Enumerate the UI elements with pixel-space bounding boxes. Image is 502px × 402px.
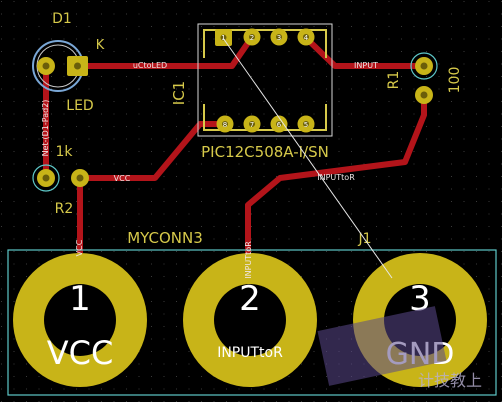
ic1-pin-7-number: 7 (250, 121, 254, 129)
ratsnest-gnd (222, 37, 393, 279)
net-label-inputtor-vertical: INPUTtoR (244, 241, 253, 279)
ic1-pin-5-number: 5 (304, 121, 308, 129)
j1-value: MYCONN3 (127, 229, 203, 247)
ic1-pin-4-number: 4 (304, 34, 309, 42)
net-label-d1-pad2: Net-(D1-Pad2) (41, 100, 50, 157)
watermark-mark (317, 306, 447, 386)
net-label-vcc-horizontal: VCC (114, 174, 131, 183)
ic1-footprint[interactable]: 1 2 3 4 5 6 7 8 IC1 PIC12C508A-I/SN (170, 23, 333, 161)
ic1-reference: IC1 (170, 81, 188, 105)
ic1-pad-2-hole (249, 34, 255, 40)
r2-pad-2-hole (76, 174, 84, 182)
r2-footprint[interactable]: 1k R2 (32, 144, 89, 217)
d1-pad-k-hole (74, 62, 81, 70)
r2-courtyard (32, 164, 60, 192)
net-label-vcc-vertical: VCC (75, 239, 84, 256)
d1-reference: D1 (52, 11, 72, 27)
ic1-pin-2-number: 2 (250, 34, 254, 42)
track-vcc-ic[interactable] (77, 121, 228, 181)
watermark-text: 计技教上 (418, 371, 482, 390)
d1-footprint[interactable]: D1 K LED (32, 11, 105, 114)
d1-pin-k-label: K (96, 38, 105, 53)
r1-footprint[interactable]: R1 100 (386, 52, 463, 104)
ic1-pad-3-hole (276, 34, 282, 40)
j1-pad-1-label: VCC (47, 334, 114, 372)
ic1-pad-5-hole (303, 121, 309, 127)
net-label-uctoled: uCtoLED (133, 61, 167, 70)
watermark (317, 306, 447, 386)
j1-pad-1-hole (44, 284, 116, 356)
d1-pad-2-hole (42, 62, 50, 70)
d1-value: LED (66, 98, 93, 114)
ic1-pin-6-number: 6 (277, 121, 282, 129)
r2-reference: R2 (55, 201, 74, 217)
ic1-pin-8-number: 8 (223, 121, 227, 129)
track-inputtor[interactable] (245, 92, 427, 273)
ic1-pin-3-number: 3 (277, 34, 281, 42)
ic1-pad-1-hole (220, 34, 227, 41)
track-uctoled[interactable] (77, 34, 255, 69)
r1-courtyard (410, 52, 438, 80)
r2-value: 1k (55, 144, 73, 160)
ic1-pad-8-hole (222, 121, 228, 127)
ic1-pad-7-hole (249, 121, 255, 127)
ic1-silk-bottom (203, 104, 327, 131)
net-label-inputtor: INPUTtoR (317, 173, 355, 182)
copper-tracks (43, 34, 427, 273)
j1-pad-2-number: 2 (239, 279, 261, 319)
r1-pad-2-hole (420, 91, 428, 99)
r1-pad-1-hole (420, 62, 428, 70)
j1-pad-2-label: INPUTtoR (217, 345, 283, 361)
board-outline (7, 249, 497, 396)
j1-pad-2-hole (214, 284, 286, 356)
ic1-pad-4-hole (303, 34, 309, 40)
ic1-courtyard (197, 23, 333, 137)
track-input[interactable] (302, 34, 427, 69)
net-label-input: INPUT (354, 61, 378, 70)
j1-pad-1-number: 1 (69, 279, 91, 319)
ic1-silk-top (203, 29, 327, 58)
ic1-pad-6-hole (276, 121, 282, 127)
ic1-value: PIC12C508A-I/SN (201, 143, 329, 161)
r1-value: 100 (447, 67, 463, 94)
r2-pad-1-hole (42, 174, 50, 182)
r1-reference: R1 (386, 71, 402, 90)
